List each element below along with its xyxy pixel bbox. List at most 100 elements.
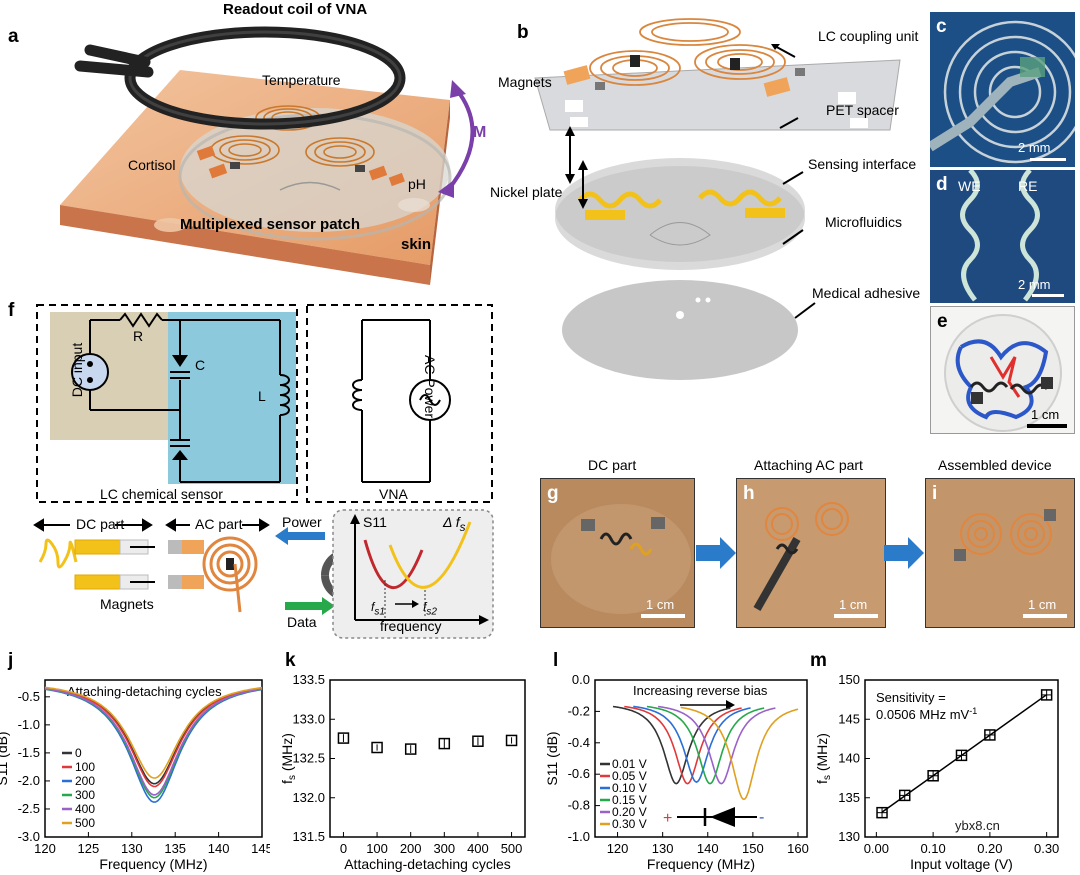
plot-frame <box>329 679 526 838</box>
x-tick-label: 200 <box>400 841 422 856</box>
y-tick-label: 130 <box>838 829 860 844</box>
legend-label: 200 <box>75 774 95 788</box>
x-tick-label: 0.20 <box>977 841 1002 856</box>
readout-coil-label: Readout coil of VNA <box>223 1 368 18</box>
panel-i-scale: 1 cm <box>1028 597 1057 612</box>
dc-part-label: DC part <box>76 516 125 532</box>
panel-letter-l: l <box>553 650 559 671</box>
x-tick-label: 150 <box>742 841 764 856</box>
y-axis-label: S11 (dB) <box>545 731 560 785</box>
series-line-400 <box>44 687 263 796</box>
series-line-500 <box>44 686 263 779</box>
lc-sensor-label: LC chemical sensor <box>100 486 223 502</box>
chart-l-annotation: Increasing reverse bias <box>633 683 768 698</box>
x-tick-label: 0.00 <box>864 841 889 856</box>
data-point <box>472 735 484 747</box>
panel-letter-a: a <box>8 26 19 47</box>
y-tick-label: 145 <box>838 711 860 726</box>
panel-e-scale: 1 cm <box>1031 407 1060 422</box>
s11-inset-label: S11 <box>363 514 387 530</box>
l-label: L <box>258 388 266 404</box>
legend-label: 400 <box>75 802 95 816</box>
dc-input-box <box>50 312 175 440</box>
panel-letter-f: f <box>8 300 15 321</box>
arrow-g-to-h <box>696 537 736 569</box>
h-title: Attaching AC part <box>754 457 863 473</box>
legend-label: 100 <box>75 760 95 774</box>
x-tick-label: 0 <box>340 841 347 856</box>
x-axis-label: Attaching-detaching cycles <box>344 856 511 872</box>
panel-letter-d: d <box>936 174 948 195</box>
readout-coil-of-vna <box>74 26 406 130</box>
y-tick-label: -1.5 <box>18 745 40 760</box>
y-tick-label: -0.2 <box>568 703 590 718</box>
data-arrow <box>285 602 325 610</box>
lc-coupling-coils <box>589 18 786 86</box>
y-tick-label: 135 <box>838 790 860 805</box>
panel-letter-e: e <box>937 311 948 332</box>
we-label: WE <box>958 178 981 194</box>
y-tick-label: 140 <box>838 751 860 766</box>
ac-part-label: AC part <box>195 516 243 532</box>
plot-frame <box>44 679 263 838</box>
legend-label: 0.20 V <box>612 805 647 819</box>
data-point <box>438 737 451 750</box>
y-axis-label: fs (MHz) <box>279 733 298 784</box>
legend-label: 0 <box>75 746 82 760</box>
y-tick-label: 131.5 <box>292 829 325 844</box>
pet-spacer-layer <box>534 59 901 131</box>
i-title: Assembled device <box>938 457 1052 473</box>
delta-fs-label: Δ fs <box>443 514 466 534</box>
panel-b-exploded-view <box>534 18 901 380</box>
medical-adhesive-label: Medical adhesive <box>812 285 921 301</box>
fs1-label: fs1 <box>371 600 385 618</box>
panel-h-photo: h 1 cm <box>736 478 886 628</box>
power-arrow <box>285 532 325 540</box>
skin-front-face <box>60 205 430 285</box>
panel-a-illustration <box>60 26 475 285</box>
y-tick-label: 0.0 <box>572 672 590 687</box>
y-tick-label: 132.5 <box>292 751 325 766</box>
watermark: ybx8.cn <box>955 818 1000 833</box>
series-line-0.10V <box>633 705 751 783</box>
series-line-100 <box>44 687 263 788</box>
panel-f: DC input R C L AC Power LC chemical sens… <box>30 300 500 645</box>
panel-letter-b: b <box>517 22 529 43</box>
bias-arrow-head <box>726 700 735 710</box>
x-tick-label: 120 <box>34 841 56 856</box>
magnets-label: Magnets <box>498 74 552 90</box>
panel-letter-i: i <box>932 483 938 504</box>
panel-g-photo: g 1 cm <box>540 478 695 628</box>
y-axis-label: fs (MHz) <box>814 733 833 784</box>
x-axis-label: Input voltage (V) <box>910 856 1013 872</box>
arrow-h-to-i <box>884 537 924 569</box>
legend-label: 0.30 V <box>612 817 647 831</box>
legend-label: 300 <box>75 788 95 802</box>
plot-frame <box>594 679 808 838</box>
chart-j-annotation: Attaching-detaching cycles <box>67 684 222 699</box>
m-label: M <box>473 124 487 141</box>
x-tick-label: 130 <box>652 841 674 856</box>
panel-h-scalebar <box>834 614 878 618</box>
x-tick-label: 140 <box>208 841 230 856</box>
pet-spacer-label: PET spacer <box>826 102 899 118</box>
nickel-plate-label: Nickel plate <box>490 184 563 200</box>
r-label: R <box>133 328 144 344</box>
panel-letter-k: k <box>285 650 296 671</box>
temperature-label: Temperature <box>262 72 341 88</box>
s11-inset <box>332 509 494 639</box>
data-point <box>371 741 383 754</box>
medical-adhesive-layer <box>562 280 798 380</box>
legend-label: 0.01 V <box>612 757 647 771</box>
x-tick-label: 500 <box>501 841 523 856</box>
panel-h-scale: 1 cm <box>839 597 868 612</box>
microfluidics-layer <box>555 166 805 270</box>
data-label: Data <box>287 614 317 630</box>
y-tick-label: 150 <box>838 672 860 687</box>
panel-i-scalebar <box>1023 614 1067 618</box>
panel-d-scalebar <box>1032 294 1064 297</box>
x-tick-label: 160 <box>787 841 809 856</box>
